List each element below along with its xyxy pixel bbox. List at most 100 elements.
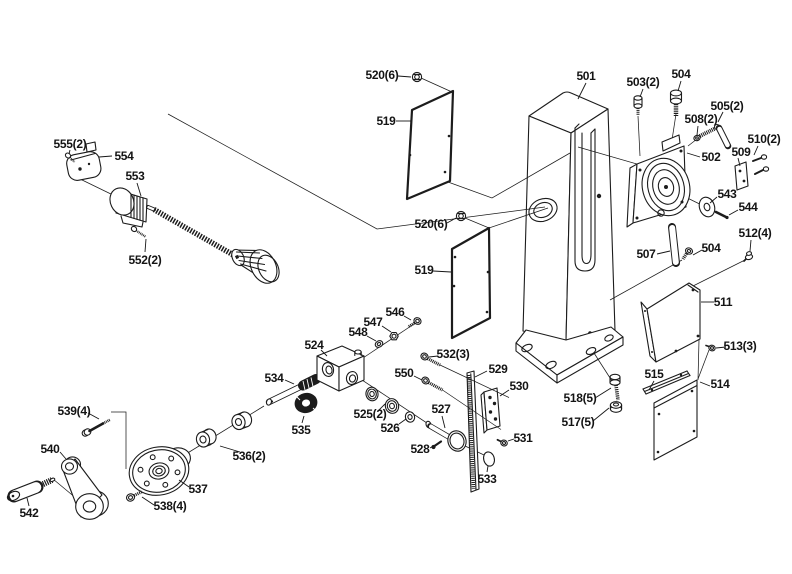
part-label: 543 — [717, 187, 737, 201]
label-leader — [26, 497, 30, 507]
label-leader — [403, 315, 412, 321]
part-label: 554 — [114, 149, 134, 163]
label-leader — [753, 145, 759, 156]
part-label: 514 — [710, 377, 730, 391]
label-leader — [656, 250, 671, 255]
part-label: 511 — [714, 295, 733, 309]
part-label: 529 — [488, 362, 508, 376]
part-label: 546 — [385, 305, 405, 319]
label-leader — [397, 75, 412, 78]
part-label: 544 — [738, 200, 758, 214]
part-label: 548 — [348, 325, 368, 339]
label-leader — [709, 196, 718, 204]
label-leader — [486, 465, 489, 473]
panel-519-lower — [450, 226, 492, 340]
label-leader — [474, 370, 488, 378]
part-label: 520(6) — [415, 217, 448, 231]
label-leader — [639, 88, 644, 98]
part-label: 527 — [431, 402, 451, 416]
label-leader — [429, 444, 436, 449]
label-leader — [499, 389, 510, 397]
label-leader — [301, 415, 305, 424]
label-leader — [696, 125, 699, 136]
label-leader — [428, 355, 439, 358]
label-leader — [692, 249, 703, 256]
part-label: 550 — [394, 366, 414, 380]
part-label: 505(2) — [711, 99, 744, 113]
part-label: 519 — [414, 263, 434, 277]
part-label: 504 — [701, 241, 721, 255]
part-label: 535 — [291, 423, 311, 437]
label-leader — [699, 381, 711, 387]
label-leader — [378, 403, 386, 411]
part-label: 539(4) — [58, 404, 91, 418]
part-label: 528 — [410, 442, 430, 456]
gear-assembly — [6, 317, 510, 520]
label-leader — [136, 182, 142, 197]
label-leader — [144, 238, 147, 253]
part-label: 530 — [509, 379, 529, 393]
label-leader — [98, 155, 113, 158]
flange-assembly-502 — [626, 89, 770, 267]
label-leader — [366, 335, 377, 342]
witness-lines — [52, 77, 746, 505]
label-leader — [432, 270, 452, 273]
label-leader — [219, 445, 241, 453]
label-leader — [320, 349, 328, 357]
part-label: 513(3) — [724, 339, 757, 353]
part-label: 501 — [576, 69, 596, 83]
part-label: 547 — [363, 315, 383, 329]
column-501 — [522, 91, 616, 342]
column-base — [515, 326, 624, 384]
label-leader — [87, 412, 100, 420]
part-label: 520(6) — [366, 68, 399, 82]
part-label: 507 — [636, 247, 656, 261]
label-leader — [594, 387, 612, 399]
part-label: 517(5) — [562, 415, 595, 429]
part-label: 553 — [125, 169, 145, 183]
label-leader — [284, 379, 295, 385]
label-leader — [507, 438, 515, 442]
label-leader — [648, 380, 655, 391]
handle-assembly — [64, 141, 280, 284]
label-leader — [178, 479, 190, 488]
label-leader — [737, 157, 741, 167]
nut-520-mid — [455, 210, 467, 222]
part-label: 502 — [701, 150, 721, 164]
part-label: 552(2) — [129, 253, 162, 267]
part-label: 512(4) — [739, 226, 772, 240]
part-label: 515 — [644, 367, 664, 381]
label-leader — [577, 82, 587, 100]
label-leader — [413, 375, 423, 381]
part-label: 510(2) — [748, 132, 781, 146]
part-label: 536(2) — [233, 449, 266, 463]
label-leader — [749, 239, 752, 252]
label-leader — [728, 209, 739, 216]
nut-520-upper — [411, 71, 423, 83]
label-leader — [717, 111, 724, 123]
part-label: 524 — [304, 338, 324, 352]
label-leader — [441, 415, 446, 429]
label-leader — [686, 152, 701, 158]
part-label: 533 — [477, 472, 497, 486]
part-label: 508(2) — [685, 112, 718, 126]
part-label: 519 — [376, 114, 396, 128]
part-label: 526 — [380, 421, 400, 435]
label-leader — [398, 418, 407, 425]
side-panels — [609, 282, 716, 461]
part-label: 509 — [731, 145, 751, 159]
label-leader — [381, 325, 392, 333]
part-label: 531 — [513, 431, 533, 445]
part-label: 538(4) — [154, 499, 187, 513]
label-leader — [592, 407, 610, 422]
label-leader — [677, 80, 682, 92]
part-label: 542 — [19, 506, 39, 520]
part-label: 518(5) — [564, 391, 597, 405]
part-label: 555(2) — [54, 137, 87, 151]
part-label: 532(3) — [437, 347, 470, 361]
label-leader — [715, 346, 727, 349]
label-leader — [59, 451, 67, 460]
label-leader — [141, 496, 155, 506]
